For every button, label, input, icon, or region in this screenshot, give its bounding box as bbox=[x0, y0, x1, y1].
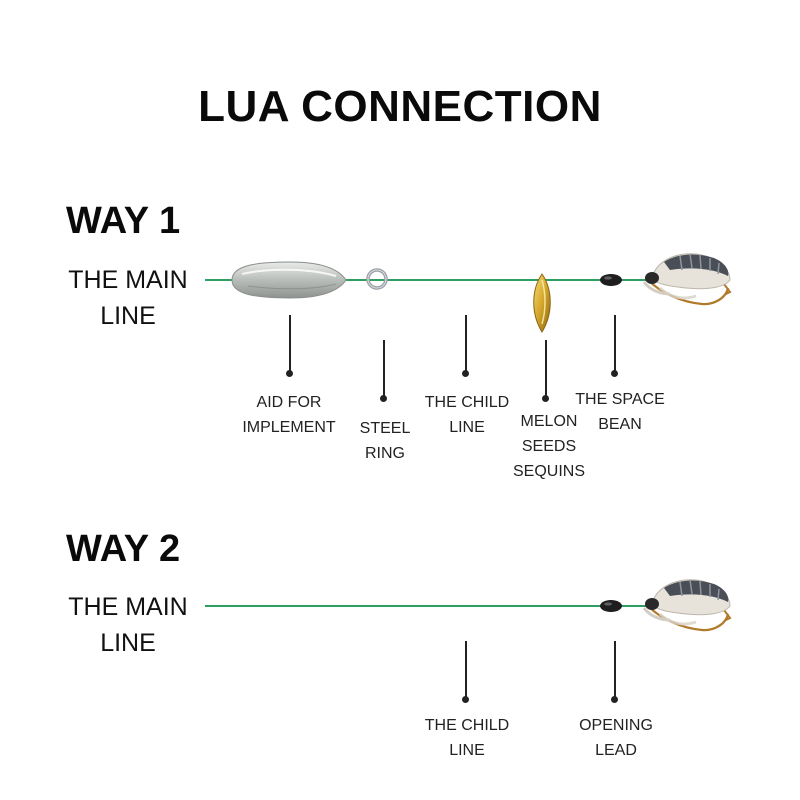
gold-sequin-icon bbox=[533, 273, 551, 333]
steel-ring-icon bbox=[366, 268, 388, 290]
aid-leader-dot bbox=[286, 370, 293, 377]
way-1-main-line bbox=[205, 279, 660, 281]
way-2-main-line bbox=[205, 605, 660, 607]
fishing-fly-icon bbox=[642, 253, 732, 306]
opening-lead-icon bbox=[600, 600, 622, 612]
way-2-main-line-label: THE MAIN LINE bbox=[68, 593, 188, 657]
sequins-leader-line bbox=[545, 340, 547, 398]
fishing-fly-icon bbox=[642, 579, 732, 632]
lead-leader-line bbox=[614, 641, 616, 699]
bean-leader-dot bbox=[611, 370, 618, 377]
melon-seeds-sequins-label: MELON SEEDS SEQUINS bbox=[512, 413, 585, 480]
sequins-leader-dot bbox=[542, 395, 549, 402]
lead-leader-dot bbox=[611, 696, 618, 703]
child-line-label: THE CHILD LINE bbox=[424, 394, 510, 436]
steel-ring-label: STEEL RING bbox=[359, 420, 411, 462]
way-2-child-line-leader-dot bbox=[462, 696, 469, 703]
child-line-leader-line bbox=[465, 315, 467, 373]
way-2-child-line-label: THE CHILD LINE bbox=[424, 717, 510, 759]
ring-leader-dot bbox=[380, 395, 387, 402]
child-line-leader-dot bbox=[462, 370, 469, 377]
way-2-child-line-leader-line bbox=[465, 641, 467, 699]
diagram-title: LUA CONNECTION bbox=[198, 82, 602, 131]
way-1-main-line-label: THE MAIN LINE bbox=[68, 266, 188, 330]
way-2-heading: WAY 2 bbox=[66, 528, 181, 570]
aid-for-implement-label: AID FOR IMPLEMENT bbox=[242, 394, 336, 436]
aid-leader-line bbox=[289, 315, 291, 373]
opening-lead-label: OPENING LEAD bbox=[579, 717, 653, 759]
space-bean-label: THE SPACE BEAN bbox=[575, 391, 665, 433]
ring-leader-line bbox=[383, 340, 385, 398]
float-weight-icon bbox=[231, 261, 347, 299]
way-1-heading: WAY 1 bbox=[66, 200, 181, 242]
space-bean-icon bbox=[600, 274, 622, 286]
bean-leader-line bbox=[614, 315, 616, 373]
